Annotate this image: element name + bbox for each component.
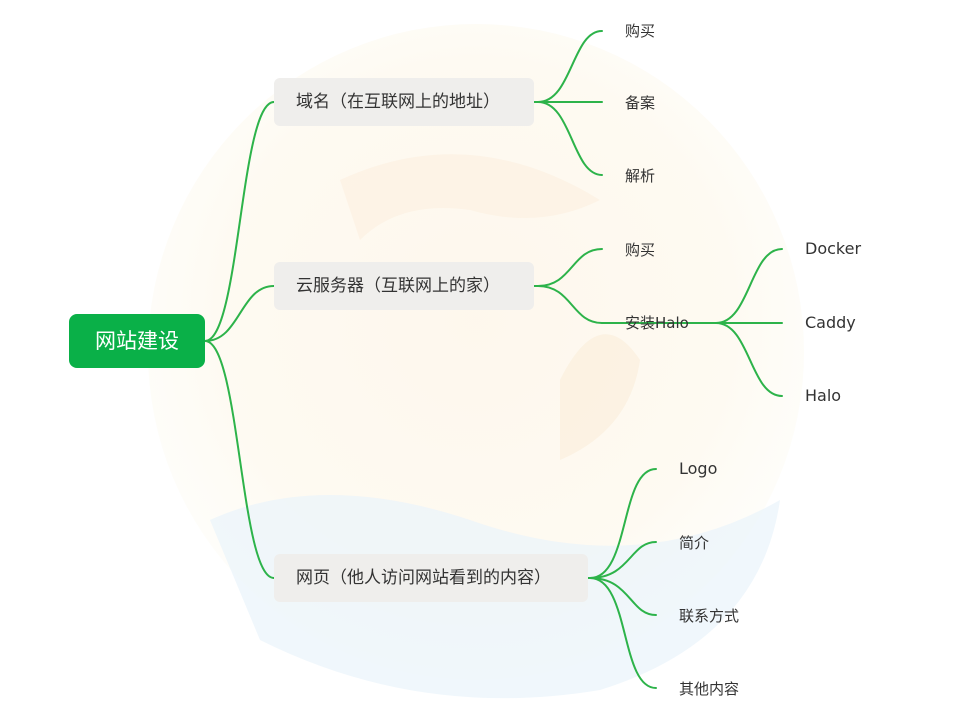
edge-webpage-intro bbox=[589, 541, 657, 579]
edge-webpage-logo bbox=[589, 468, 657, 579]
leaf-contact[interactable]: 联系方式 bbox=[679, 607, 740, 625]
leaf-other-content[interactable]: 其他内容 bbox=[679, 680, 740, 698]
leaf-caddy[interactable]: Caddy bbox=[805, 313, 856, 332]
leaf-server-buy[interactable]: 购买 bbox=[625, 241, 656, 259]
edge-webpage-other bbox=[589, 577, 657, 689]
branch-cloud-server[interactable]: 云服务器（互联网上的家） bbox=[274, 262, 534, 310]
leaf-install-halo[interactable]: 安装Halo bbox=[625, 314, 689, 332]
branch-domain[interactable]: 域名（在互联网上的地址） bbox=[274, 78, 534, 126]
leaf-halo[interactable]: Halo bbox=[805, 386, 842, 405]
edge-domain-resolve bbox=[537, 101, 603, 176]
mindmap-root-node[interactable]: 网站建设 bbox=[69, 314, 205, 368]
leaf-domain-buy[interactable]: 购买 bbox=[625, 22, 656, 40]
edge-install-docker bbox=[715, 248, 783, 324]
leaf-intro[interactable]: 简介 bbox=[679, 534, 710, 552]
edge-webpage-contact bbox=[589, 577, 657, 616]
leaf-domain-record[interactable]: 备案 bbox=[625, 94, 656, 112]
edge-server-buy bbox=[537, 248, 603, 287]
leaf-domain-resolve[interactable]: 解析 bbox=[625, 167, 656, 185]
edge-server-install bbox=[537, 285, 603, 324]
branch-webpage[interactable]: 网页（他人访问网站看到的内容） bbox=[274, 554, 588, 602]
edge-install-halo bbox=[715, 322, 783, 397]
edge-domain-buy bbox=[537, 30, 603, 103]
leaf-docker[interactable]: Docker bbox=[805, 239, 862, 258]
leaf-logo[interactable]: Logo bbox=[679, 459, 718, 478]
edge-root-domain bbox=[204, 101, 275, 342]
edge-root-server bbox=[204, 285, 275, 342]
edge-root-webpage bbox=[204, 340, 275, 579]
